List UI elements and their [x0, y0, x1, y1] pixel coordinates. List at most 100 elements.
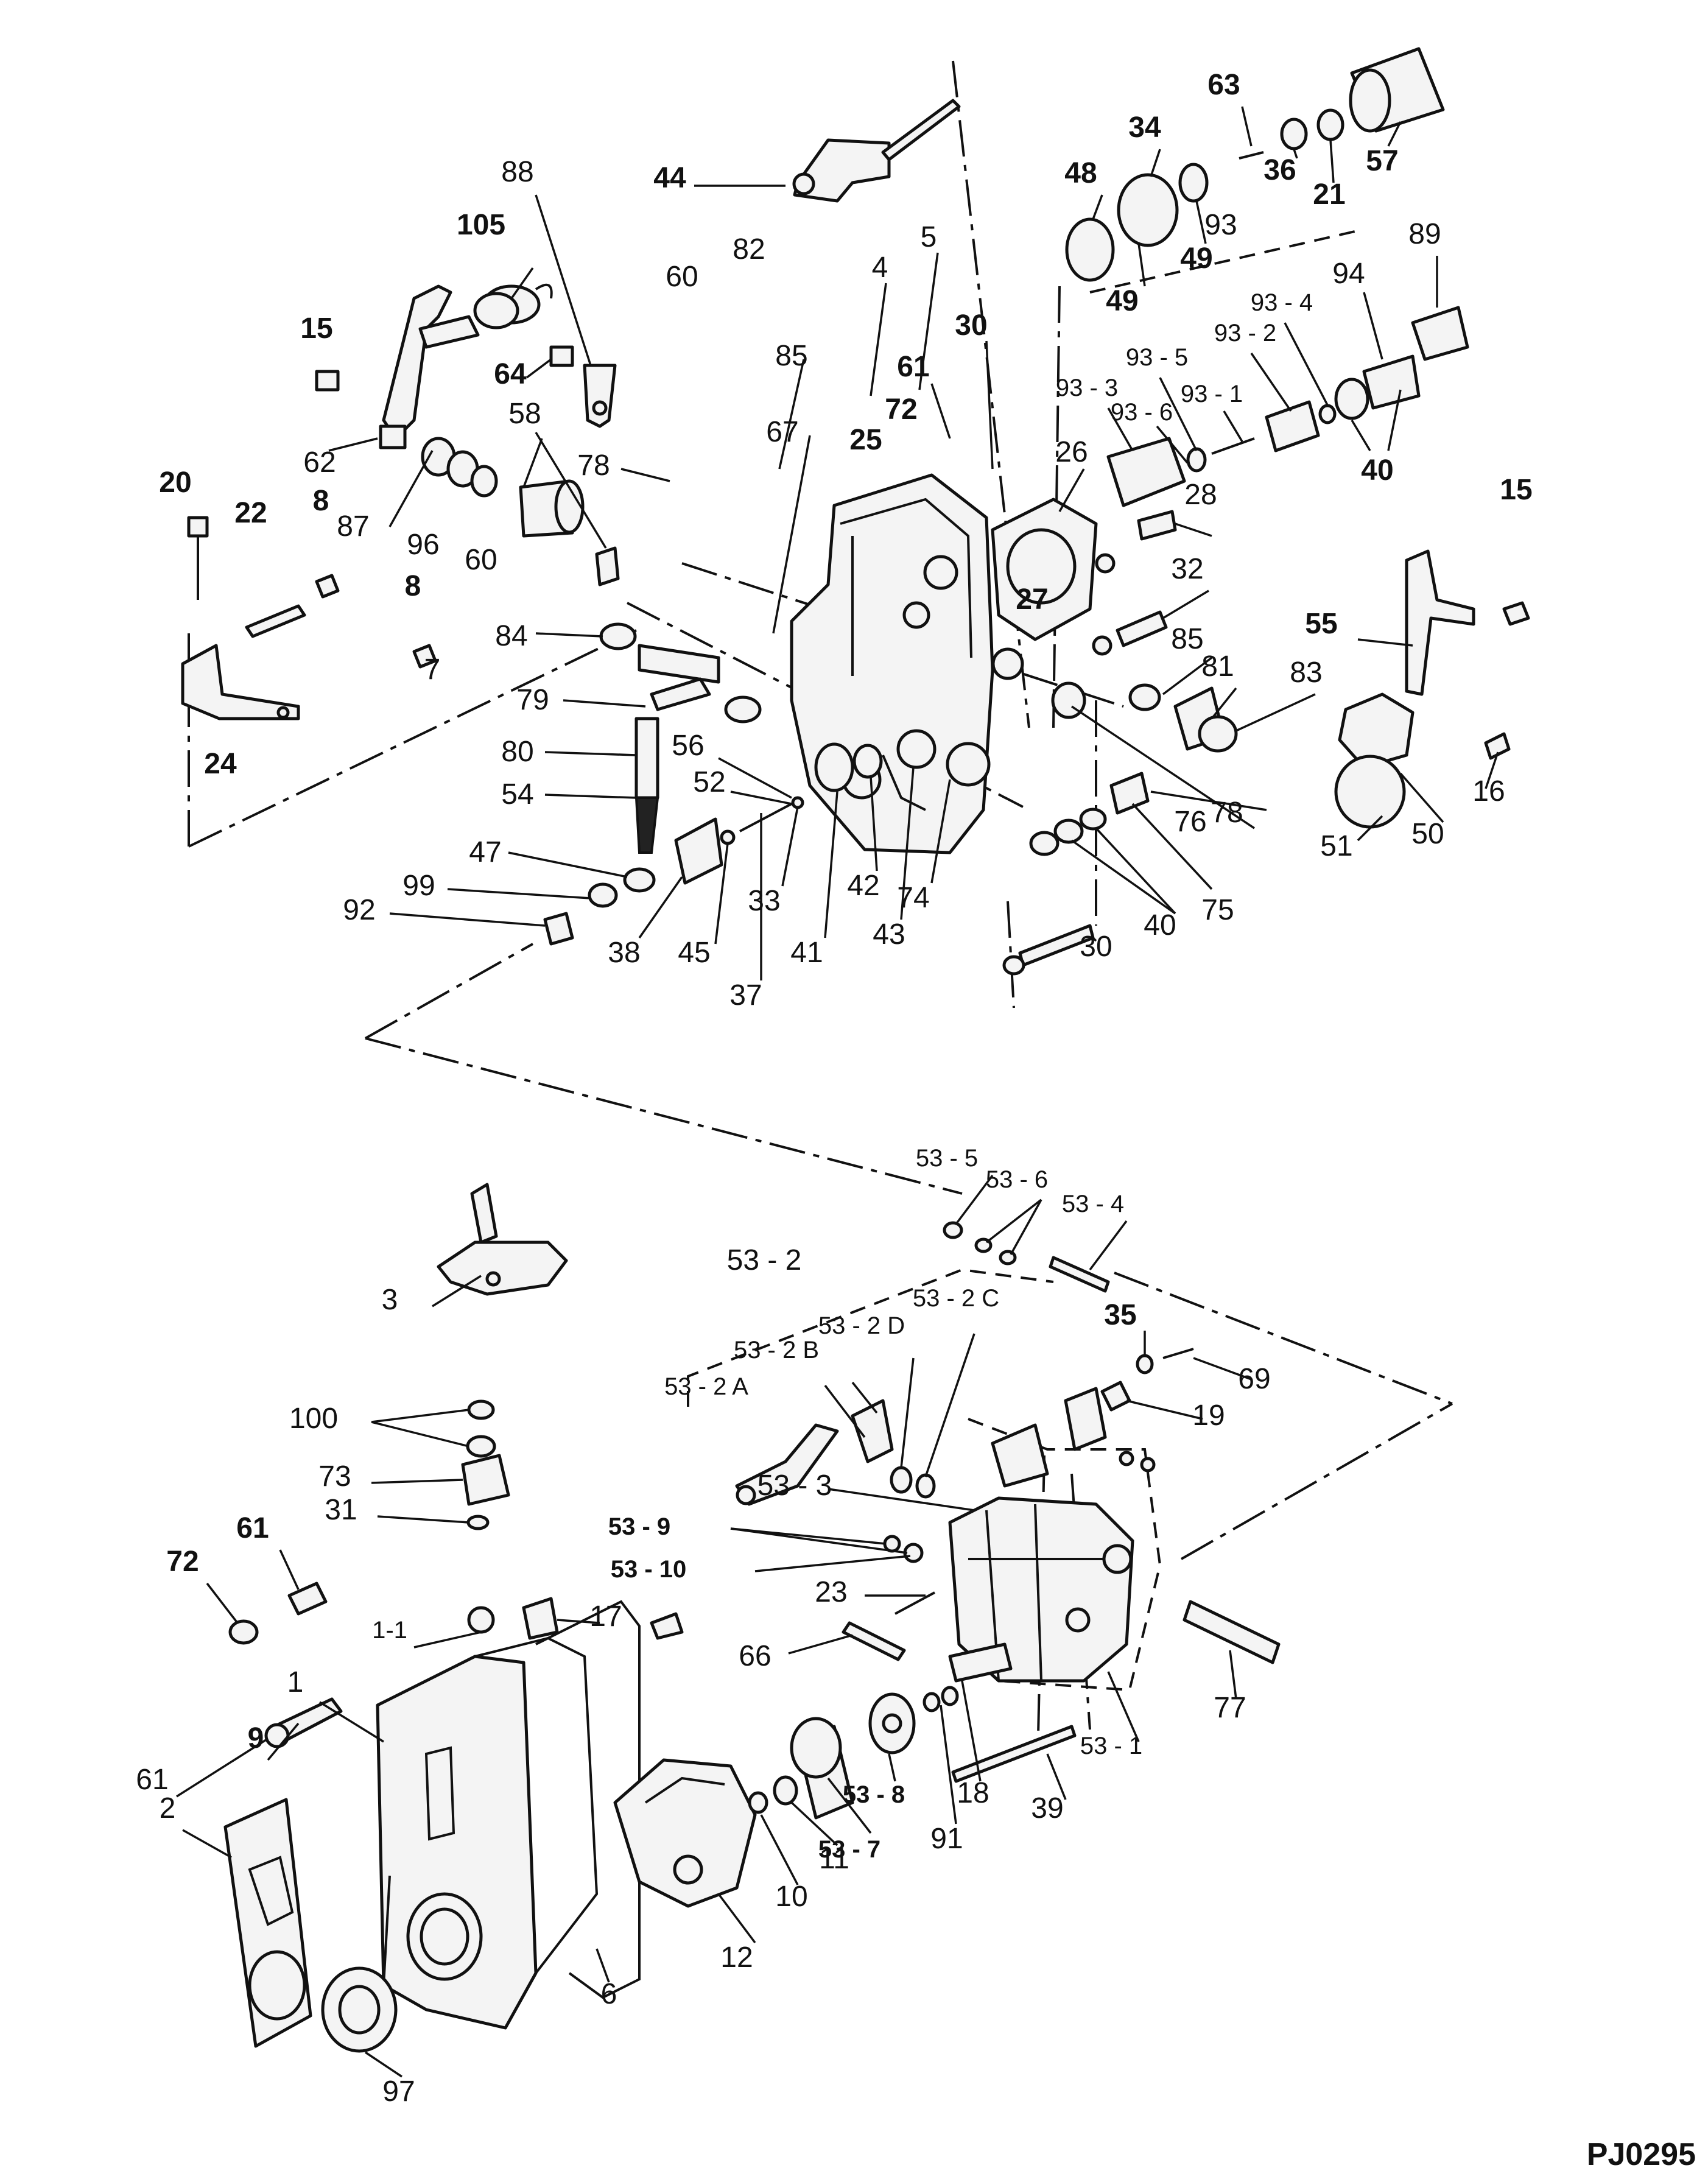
part-label: 97 — [382, 2075, 415, 2108]
part-label: 33 — [748, 885, 780, 917]
spring-105 — [473, 283, 553, 329]
part-label: 56 — [672, 730, 704, 762]
part-label: 43 — [873, 918, 905, 951]
part-label: 22 — [234, 497, 267, 529]
small-fasteners-upper — [187, 345, 574, 669]
stop-lever-62 — [379, 284, 480, 449]
part-label: 60 — [666, 261, 698, 293]
part-label: 80 — [501, 736, 533, 768]
part-label: 52 — [693, 766, 725, 798]
part-label: 84 — [495, 620, 527, 652]
part-label: 26 — [1055, 436, 1088, 468]
housing-1 — [376, 1597, 599, 2030]
part-label: 93 - 2 — [1214, 320, 1276, 347]
pins-and-springs-lower — [650, 1221, 1281, 1783]
part-label: 49 — [1106, 285, 1138, 317]
part-label: 87 — [337, 510, 369, 543]
part-label: 78 — [1211, 797, 1243, 829]
part-label: 49 — [1180, 242, 1212, 275]
shaft-84-79 — [599, 622, 762, 723]
part-label: 53 - 2 A — [664, 1373, 748, 1400]
part-label: 72 — [166, 1546, 199, 1578]
part-label: 51 — [1320, 830, 1352, 862]
part-label: 50 — [1411, 818, 1444, 850]
part-label: 9 — [248, 1722, 264, 1754]
part-label: 78 — [577, 449, 610, 482]
part-label: 66 — [739, 1640, 771, 1672]
part-label: 7 — [424, 653, 441, 686]
part-label: 82 — [733, 233, 765, 266]
throttle-lever-44 — [792, 99, 961, 203]
part-label: 23 — [815, 1576, 847, 1608]
part-label: 2 — [160, 1792, 176, 1825]
part-label: 57 — [1366, 145, 1398, 177]
part-label: 92 — [343, 894, 375, 926]
part-label: 32 — [1171, 553, 1203, 585]
part-label: 55 — [1305, 608, 1337, 640]
part-label: 85 — [1171, 623, 1203, 655]
part-label: 58 — [508, 398, 541, 430]
part-label: 40 — [1361, 454, 1393, 487]
part-label: 27 — [1016, 583, 1048, 616]
part-label: 53 - 2 — [727, 1244, 802, 1276]
part-label: 93 — [1204, 209, 1237, 241]
part-label: 53 - 4 — [1062, 1191, 1124, 1217]
part-label: 36 — [1263, 154, 1296, 186]
part-label: 53 - 1 — [1080, 1733, 1142, 1759]
part-label: 93 - 3 — [1056, 375, 1118, 401]
part-label: 53 - 2 C — [913, 1285, 999, 1312]
part-label: 53 - 6 — [986, 1166, 1048, 1193]
part-label: 30 — [955, 309, 987, 342]
part-label: 34 — [1128, 111, 1161, 144]
part-label: 79 — [516, 684, 549, 716]
spring-assembly-38 — [543, 796, 804, 946]
bolts-61-72-lower — [228, 1582, 343, 1748]
part-label: 88 — [501, 156, 533, 188]
part-label: 19 — [1192, 1399, 1225, 1432]
part-label: 37 — [729, 979, 762, 1012]
part-label: 83 — [1290, 656, 1322, 689]
part-label: 105 — [457, 209, 505, 241]
part-label: 8 — [313, 485, 329, 517]
bracket-88 — [583, 364, 617, 428]
bracket-24 — [181, 644, 300, 720]
part-label: 96 — [407, 529, 439, 561]
part-label: 89 — [1408, 218, 1441, 250]
part-label: 20 — [159, 466, 191, 499]
washers-40-75-76 — [1002, 772, 1150, 976]
part-label: 100 — [289, 1402, 338, 1435]
part-label: 61 — [897, 351, 929, 383]
part-label: 16 — [1472, 775, 1505, 808]
washers-100-73-31 — [461, 1399, 510, 1530]
part-label: 48 — [1064, 157, 1097, 189]
part-label: 40 — [1144, 909, 1176, 941]
part-label: 28 — [1184, 479, 1217, 511]
adjuster-58 — [519, 479, 620, 586]
part-label: 74 — [897, 882, 929, 914]
part-label: 53 - 5 — [916, 1145, 978, 1172]
part-label: 10 — [775, 1881, 807, 1913]
part-label: 31 — [325, 1494, 357, 1526]
part-label: 17 — [589, 1600, 622, 1633]
part-label: 25 — [849, 424, 882, 456]
ring-97 — [321, 1966, 398, 2053]
part-label: 15 — [300, 312, 332, 345]
part-label: 3 — [382, 1284, 398, 1316]
part-label: 47 — [469, 836, 501, 868]
part-number-labels: 11-1234567889101112151516171819202122232… — [136, 69, 1532, 2108]
part-label: 53 - 3 — [757, 1469, 832, 1502]
lever-3 — [437, 1183, 568, 1296]
leader-lines — [176, 106, 1499, 2078]
part-label: 62 — [303, 446, 336, 479]
part-label: 53 - 7 — [818, 1836, 880, 1863]
valve-stack-right — [1065, 47, 1445, 282]
part-label: 18 — [957, 1777, 989, 1809]
part-label: 21 — [1313, 178, 1345, 211]
part-label: 85 — [775, 340, 807, 372]
part-label: 6 — [601, 1978, 617, 2010]
part-label: 76 — [1174, 806, 1206, 838]
drive-stack-10-11-53-7-53-8 — [748, 1686, 959, 1820]
part-label: 73 — [318, 1460, 351, 1493]
governor-housing — [790, 473, 1024, 854]
